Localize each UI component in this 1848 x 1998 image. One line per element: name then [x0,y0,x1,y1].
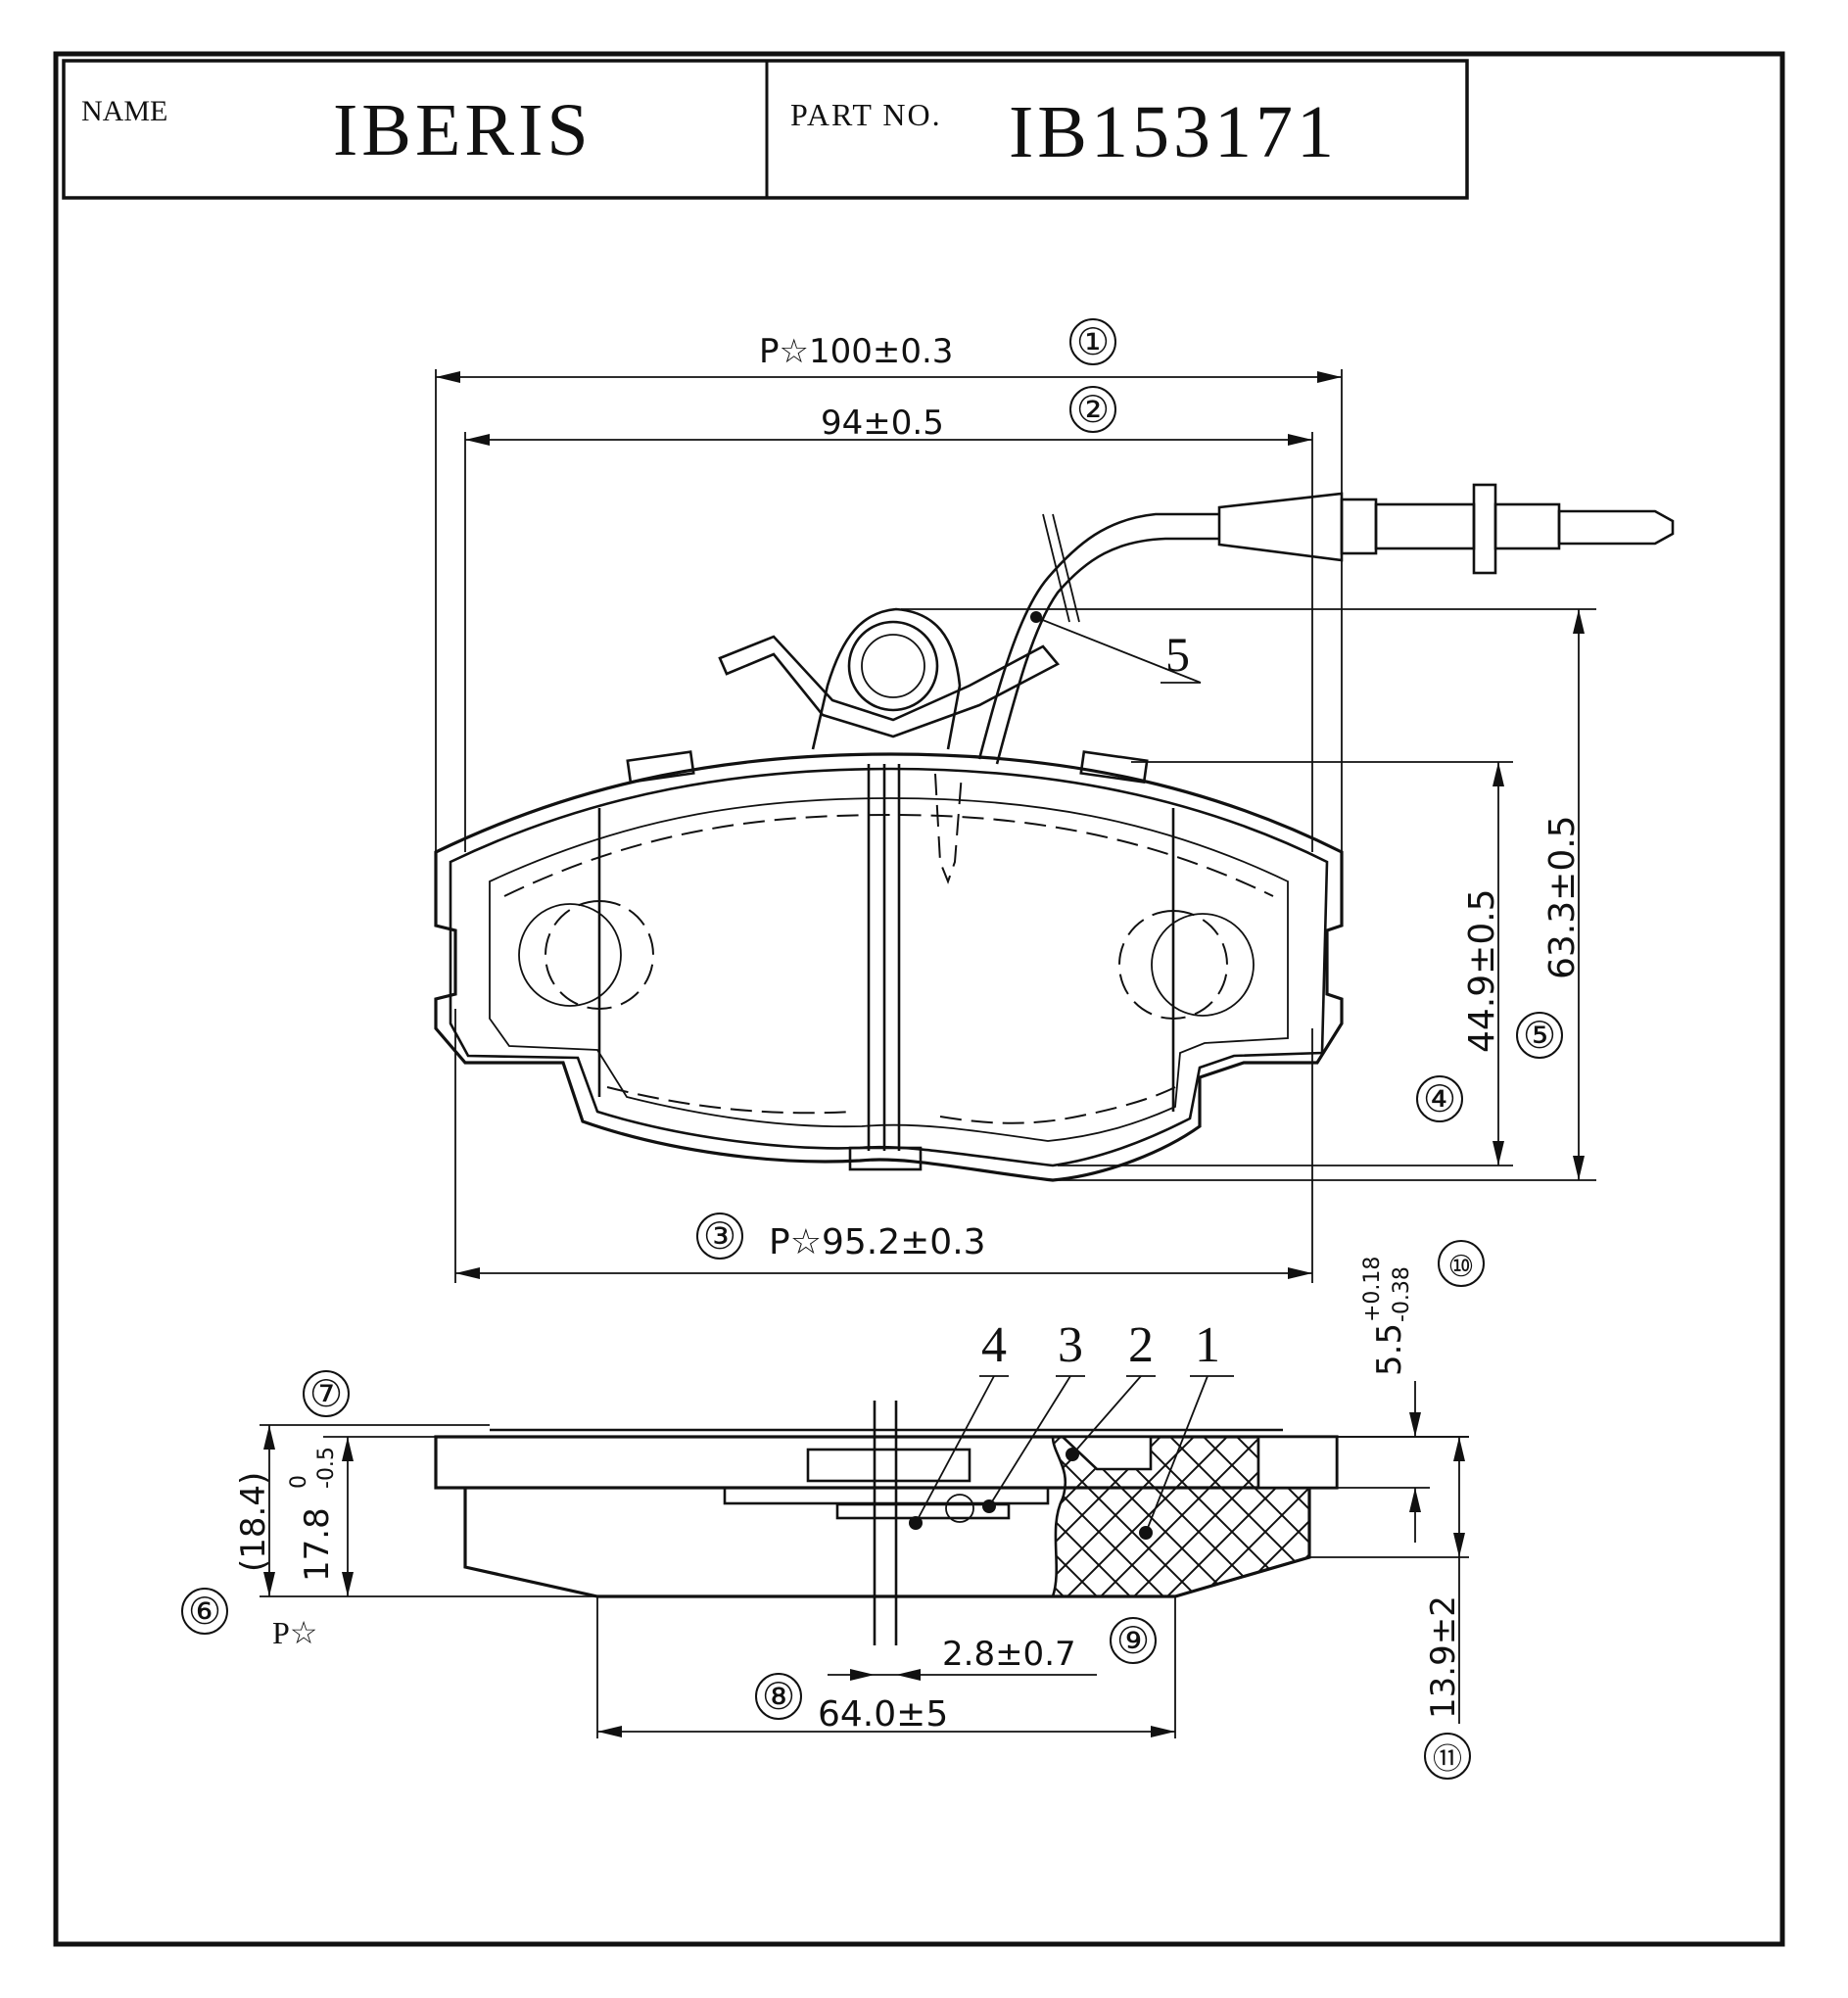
dimension-6-tol-lower: -0.5 [314,1447,339,1489]
dimension-6-tol-upper: 0 [287,1475,311,1489]
dimension-11-ref: ⑪ [1433,1742,1462,1777]
dimension-9: 2.8±0.7 ⑨ [828,1617,1157,1681]
dimension-3-value: P☆95.2±0.3 [769,1222,986,1262]
dimension-6: (18.4) 17.8 0 -0.5 ⑥ P☆ [181,1425,597,1650]
dimension-3: ③ P☆95.2±0.3 [454,1009,1313,1283]
dimension-1-ref: ① [1076,320,1110,363]
dimension-7: ⑦ [260,1370,490,1426]
dimension-10-tol-upper: +0.18 [1360,1257,1385,1322]
layer-callouts: 4 3 2 1 [909,1317,1234,1540]
layer-callout-4: 4 [981,1317,1007,1373]
dimension-6-ref: ⑥ [188,1590,221,1633]
layer-callout-1: 1 [1195,1317,1220,1373]
dimension-5: 63.3±0.5 ⑤ [901,608,1596,1181]
dimension-6-value: 17.8 [298,1507,337,1582]
friction-pad [489,764,1289,1151]
dimension-10-ref: ⑩ [1448,1250,1475,1284]
dimension-11-value: 13.9±2 [1424,1595,1463,1719]
dimension-2-value: 94±0.5 [821,404,944,443]
dimension-10-value: 5.5 [1370,1323,1409,1376]
dimension-8-ref: ⑧ [762,1675,795,1718]
dimension-8-value: 64.0±5 [818,1694,948,1735]
front-view: P☆100±0.3 ① 94±0.5 ② [434,318,1675,1283]
dimension-11: 13.9±2 ⑪ [1309,1436,1471,1780]
dimension-8: ⑧ 64.0±5 [596,1596,1176,1738]
dimension-10-tol-lower: -0.38 [1390,1266,1414,1322]
dimension-4-ref: ④ [1423,1077,1456,1120]
dimension-1-value: P☆100±0.3 [759,332,953,371]
layer-callout-2: 2 [1128,1317,1154,1373]
dimension-3-ref: ③ [703,1214,736,1258]
layer-callout-3: 3 [1058,1317,1083,1373]
title-block: NAME IBERIS PART NO. IB153171 [62,59,1469,200]
part-label: PART NO. [790,97,942,132]
dimension-4: 44.9±0.5 ④ [1058,761,1513,1166]
wear-sensor: 5 [934,483,1675,884]
dimension-9-ref: ⑨ [1116,1619,1150,1662]
dimension-4-value: 44.9±0.5 [1462,888,1502,1053]
dimension-9-value: 2.8±0.7 [942,1635,1076,1674]
backplate [434,750,1344,1182]
dimension-2-ref: ② [1076,388,1110,431]
dimension-5-value: 63.3±0.5 [1542,815,1583,979]
sensor-callout: 5 [1165,627,1190,682]
dimension-6-ref-value: (18.4) [234,1472,273,1572]
part-value: IB153171 [1009,91,1338,173]
name-value: IBERIS [333,89,592,171]
drawing-frame [53,51,1785,1947]
name-label: NAME [81,95,167,127]
dimension-10: 5.5 +0.18 -0.38 ⑩ [1337,1240,1485,1543]
dimension-2: 94±0.5 ② [464,386,1313,852]
side-view: 4 3 2 1 ⑦ [181,1240,1485,1780]
spring-clip [718,607,1061,750]
dimension-1: P☆100±0.3 ① [435,318,1343,852]
dimension-6-p-mark: P☆ [272,1615,317,1650]
dimension-7-ref: ⑦ [309,1372,343,1415]
dimension-5-ref: ⑤ [1523,1014,1556,1057]
